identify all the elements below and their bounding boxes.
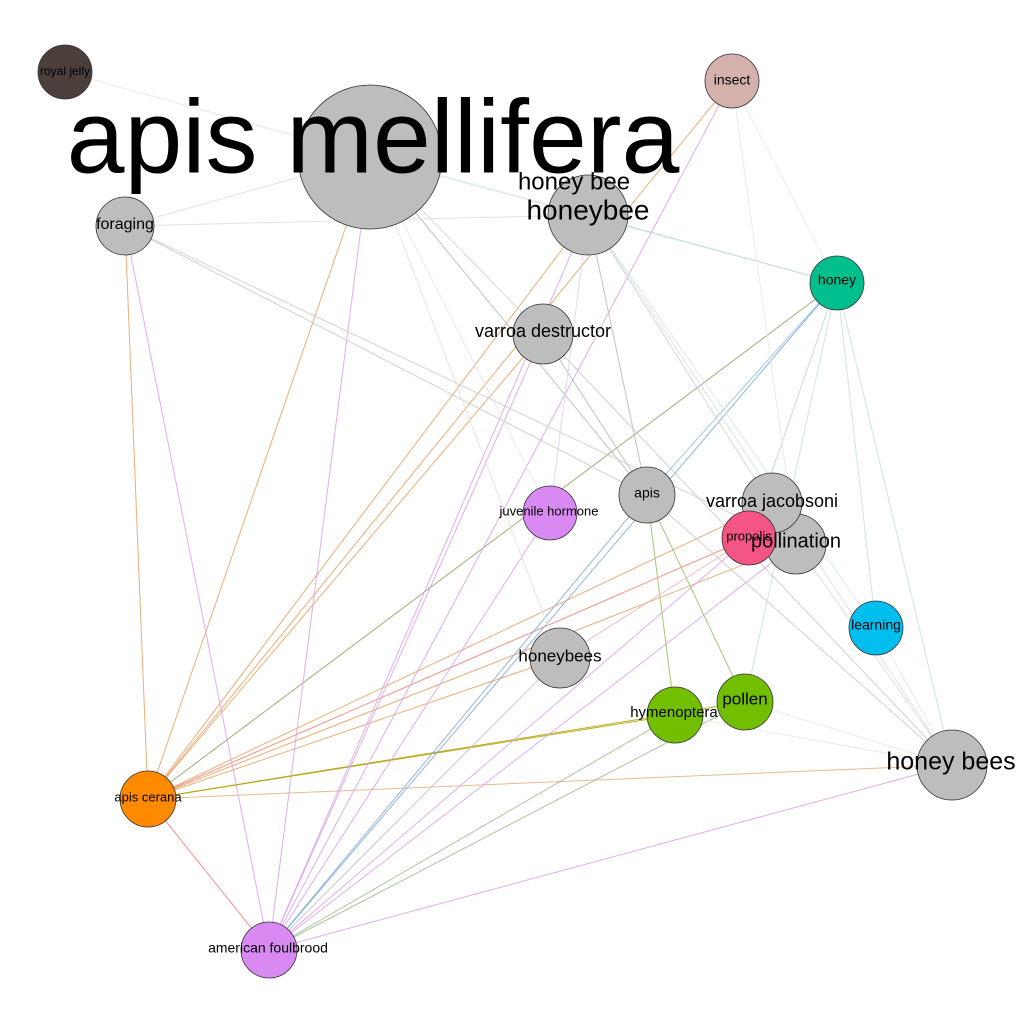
node-label-apis-cerana: apis cerana xyxy=(114,789,182,804)
edge-apis-cerana-pollination xyxy=(147,543,797,800)
node-insect[interactable]: insect xyxy=(704,53,760,109)
node-label-honey-bees: honey bees xyxy=(886,748,1015,776)
node-learning[interactable]: learning xyxy=(848,600,904,656)
node-label-varroa-jacobsoni: varroa jacobsoni xyxy=(706,491,838,511)
node-label-juvenile-hormone: juvenile hormone xyxy=(498,503,598,518)
node-label-insect: insect xyxy=(714,72,751,88)
edge-apis-pollen xyxy=(646,494,746,703)
node-american-foulbrood[interactable]: american foulbrood xyxy=(208,921,328,979)
node-hymenoptera[interactable]: hymenoptera xyxy=(630,686,718,744)
edge-american-foulbrood-honey xyxy=(268,282,838,951)
edge-honeybees-apis-mellifera xyxy=(369,156,561,659)
edge-apis-cerana-propolis xyxy=(147,537,750,800)
edge-apis-cerana-honey xyxy=(147,282,838,800)
edge-apis-hymenoptera xyxy=(646,494,676,716)
edge-apis-honey-bees xyxy=(646,494,953,766)
node-label-royal-jelly: royal jelly xyxy=(40,64,90,78)
node-label-hymenoptera: hymenoptera xyxy=(630,704,718,721)
node-label-honeybees: honeybees xyxy=(518,646,601,665)
edge-honey-learning xyxy=(836,282,877,629)
node-label-varroa-destructor: varroa destructor xyxy=(475,321,611,341)
node-label-honey: honey xyxy=(818,272,856,288)
edge-insect-honey xyxy=(731,80,838,284)
edge-american-foulbrood-hymenoptera xyxy=(268,714,676,951)
node-label-propolis: propolis xyxy=(726,528,772,543)
edge-honeybee-learning xyxy=(587,214,877,629)
edge-american-foulbrood-apis-mellifera xyxy=(268,156,371,951)
node-honey[interactable]: honey xyxy=(809,255,865,311)
edge-hymenoptera-honey-bees xyxy=(674,714,953,766)
edge-apis-cerana-pollen xyxy=(147,701,746,800)
node-label-pollination: pollination xyxy=(751,530,841,552)
edge-honey-apis xyxy=(646,282,838,496)
node-honeybee[interactable]: honey bee honeybee xyxy=(518,168,650,256)
edge-american-foulbrood-insect xyxy=(268,80,733,951)
edge-apis-varroa-destructor xyxy=(542,333,648,496)
edge-honey-honey-bees xyxy=(836,282,953,766)
node-label-pollen: pollen xyxy=(722,689,767,708)
edge-apis-cerana-foraging xyxy=(124,225,149,800)
node-layer: royal jelly insect apis mellifera honey … xyxy=(37,44,1016,979)
node-juvenile-hormone[interactable]: juvenile hormone xyxy=(498,485,599,541)
node-honey-bees[interactable]: honey bees xyxy=(886,729,1016,801)
edge-american-foulbrood-juvenile-hormone xyxy=(268,512,551,951)
edge-propolis-honeybees xyxy=(559,537,750,659)
node-apis[interactable]: apis xyxy=(618,466,676,524)
edge-apis-cerana-varroa-destructor xyxy=(147,333,544,800)
node-label-group-overlap: varroa jacobsoni pollination xyxy=(706,491,841,553)
node-honeybees[interactable]: honeybees xyxy=(518,627,602,689)
edge-american-foulbrood-propolis xyxy=(268,537,750,951)
edge-american-foulbrood-honeybees xyxy=(268,657,561,951)
edge-apis-honeybee xyxy=(587,214,648,496)
node-label-honeybee: honeybee xyxy=(526,194,649,225)
node-label-learning: learning xyxy=(851,617,901,633)
edge-foraging-pollination xyxy=(124,225,797,545)
edge-juvenile-hormone-honeybee xyxy=(549,214,589,514)
edge-american-foulbrood-honey-bees xyxy=(268,764,953,951)
edge-american-foulbrood-varroa-destructor xyxy=(268,333,544,951)
edge-apis-cerana-american-foulbrood xyxy=(147,798,270,951)
node-propolis[interactable]: propolis xyxy=(721,510,777,566)
edge-american-foulbrood-pollination xyxy=(268,543,797,951)
edge-apis-cerana-honeybees xyxy=(147,657,561,800)
edge-apis-cerana-honeybee xyxy=(147,214,589,800)
node-label-honey-bee: honey bee xyxy=(518,168,630,195)
node-label-apis: apis xyxy=(634,485,660,501)
edge-apis-cerana-honey-bees xyxy=(147,764,953,800)
node-apis-mellifera[interactable]: apis mellifera xyxy=(67,79,680,230)
node-foraging[interactable]: foraging xyxy=(95,196,155,256)
node-label-american-foulbrood: american foulbrood xyxy=(208,940,328,956)
edge-apis-cerana-apis-mellifera xyxy=(147,156,371,800)
node-royal-jelly[interactable]: royal jelly xyxy=(37,44,93,100)
node-pollen[interactable]: pollen xyxy=(716,673,774,731)
edge-american-foulbrood-apis xyxy=(268,494,648,951)
edge-american-foulbrood-pollen xyxy=(268,701,746,951)
edge-apis-apis-mellifera xyxy=(369,156,648,496)
edge-insect-pollination xyxy=(731,80,797,545)
edge-american-foulbrood-foraging xyxy=(124,225,270,951)
edge-pollen-honey-bees xyxy=(744,701,953,766)
edge-apis-cerana-insect xyxy=(147,80,733,800)
node-apis-cerana[interactable]: apis cerana xyxy=(114,770,182,828)
node-label-foraging: foraging xyxy=(96,216,154,233)
node-varroa-destructor[interactable]: varroa destructor xyxy=(475,303,611,365)
edge-apis-foraging xyxy=(124,225,648,496)
edge-apis-cerana-varroa-jacobsoni xyxy=(147,502,773,800)
